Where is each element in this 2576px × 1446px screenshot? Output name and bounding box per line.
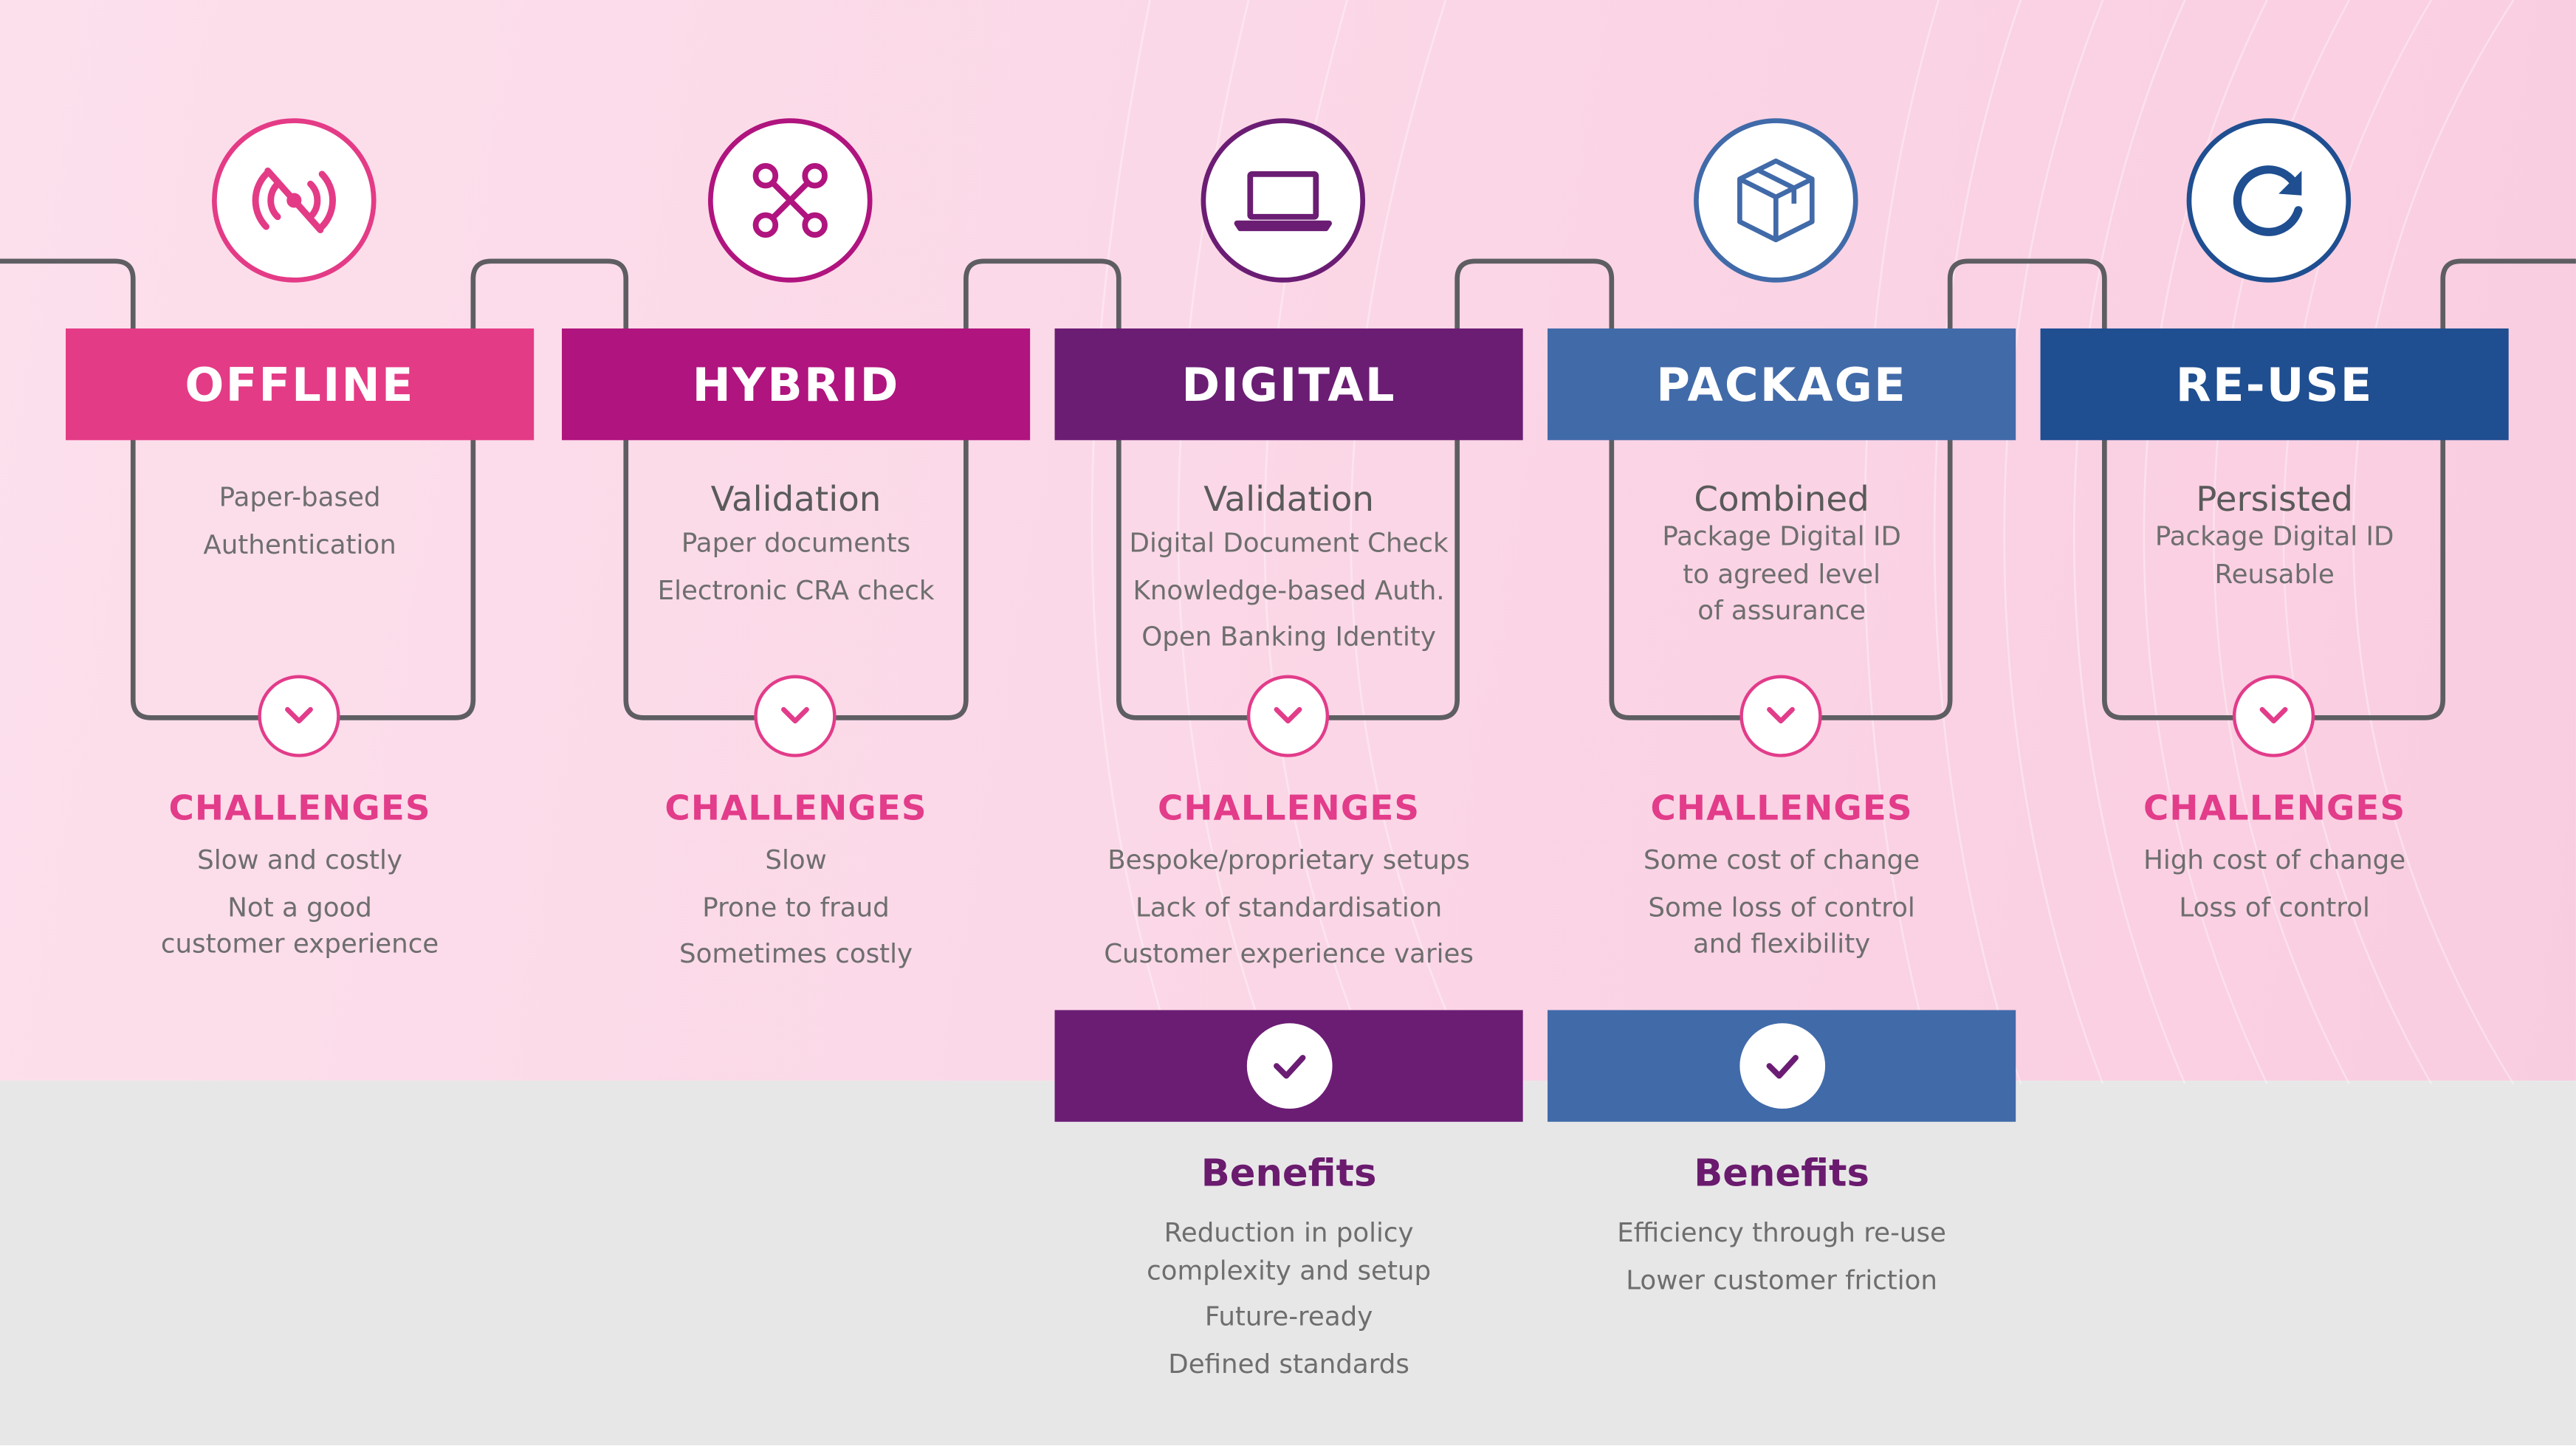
- stage-label-bar: OFFLINE: [66, 328, 535, 441]
- challenges-list: Bespoke/proprietary setups Lack of stand…: [1055, 842, 1523, 973]
- benefit-item: complexity and setup: [1147, 1253, 1432, 1286]
- challenge-item: Lack of standardisation: [1135, 891, 1443, 923]
- stage-package: PACKAGE Combined Package Digital ID to a…: [1548, 0, 2016, 1445]
- stage-label: HYBRID: [692, 357, 900, 412]
- stage-description: Paper-based Authentication: [66, 480, 534, 563]
- benefits-bar: [1054, 1010, 1523, 1122]
- benefits-title: Benefits: [1201, 1153, 1377, 1196]
- challenge-item: and flexibility: [1692, 928, 1871, 960]
- stage-label-bar: DIGITAL: [1054, 328, 1523, 441]
- stage-icon-circle: [1201, 118, 1366, 283]
- challenge-item: Slow: [765, 844, 827, 875]
- benefit-item: Lower customer friction: [1626, 1264, 1937, 1295]
- stage-hybrid: HYBRID Validation Paper documents Electr…: [561, 0, 1031, 1445]
- detail-line: Authentication: [203, 528, 396, 560]
- benefit-check-circle: [1739, 1023, 1824, 1109]
- no-signal-icon: [252, 167, 336, 233]
- checkmark-icon: [1272, 1055, 1305, 1079]
- detail-line: Electronic CRA check: [657, 574, 935, 605]
- chevron-down-icon: [1767, 706, 1795, 724]
- chevron-down-icon: [781, 706, 809, 724]
- chevron-down-icon: [1274, 706, 1302, 724]
- detail-line: Package Digital ID: [2154, 520, 2394, 552]
- challenges-title: CHALLENGES: [2143, 788, 2406, 828]
- challenges-list: High cost of change Loss of control: [2041, 842, 2509, 926]
- stage-label-bar: PACKAGE: [1548, 328, 2016, 441]
- challenges-list: Some cost of change Some loss of control…: [1548, 842, 2016, 963]
- challenge-item: Loss of control: [2179, 891, 2370, 923]
- challenges-title: CHALLENGES: [1157, 788, 1421, 828]
- challenges-list: Slow Prone to fraud Sometimes costly: [562, 842, 1030, 973]
- detail-line: Reusable: [2214, 557, 2335, 589]
- stage-description: Validation Paper documents Electronic CR…: [562, 480, 1030, 610]
- chevron-down-icon: [2259, 706, 2288, 724]
- stage-heading: Validation: [710, 479, 882, 520]
- benefits-list: Reduction in policy complexity and setup…: [1055, 1216, 1523, 1383]
- challenge-item: Not a good: [227, 891, 372, 923]
- stage-icon-circle: [1694, 118, 1858, 283]
- stage-heading: Persisted: [2196, 479, 2354, 520]
- benefits-bar: [1548, 1010, 2016, 1122]
- expand-chevron-button[interactable]: [2232, 675, 2315, 757]
- detail-line: Paper documents: [681, 527, 911, 559]
- challenge-item: Slow and costly: [197, 844, 402, 875]
- detail-line: Knowledge-based Auth.: [1133, 574, 1445, 605]
- stage-heading: Validation: [1203, 479, 1374, 520]
- checkmark-icon: [1765, 1055, 1798, 1079]
- stage-label: RE-USE: [2175, 357, 2374, 412]
- challenges-title: CHALLENGES: [168, 788, 431, 828]
- benefit-item: Reduction in policy: [1164, 1216, 1414, 1249]
- expand-chevron-button[interactable]: [258, 675, 340, 757]
- stage-label-bar: RE-USE: [2040, 328, 2509, 441]
- package-box-icon: [1737, 158, 1815, 243]
- detail-line: Paper-based: [219, 481, 381, 513]
- benefit-item: Efficiency through re-use: [1617, 1216, 1946, 1249]
- challenge-item: Some loss of control: [1648, 891, 1915, 923]
- challenge-item: Sometimes costly: [679, 937, 913, 969]
- expand-chevron-button[interactable]: [1739, 675, 1822, 757]
- stage-heading: Combined: [1694, 479, 1869, 520]
- stage-icon-circle: [2186, 118, 2352, 283]
- gray-background: [0, 1081, 2576, 1446]
- laptop-icon: [1234, 171, 1332, 232]
- detail-line: of assurance: [1697, 594, 1866, 626]
- benefit-item: Future-ready: [1204, 1301, 1373, 1332]
- chevron-down-icon: [285, 706, 313, 724]
- benefits-title: Benefits: [1694, 1153, 1869, 1196]
- detail-line: Package Digital ID: [1662, 520, 1901, 552]
- detail-line: Open Banking Identity: [1141, 621, 1436, 653]
- expand-chevron-button[interactable]: [1246, 675, 1330, 757]
- stage-label: OFFLINE: [185, 357, 415, 412]
- challenge-item: Customer experience varies: [1104, 937, 1474, 969]
- challenge-item: Some cost of change: [1644, 844, 1920, 875]
- challenges-title: CHALLENGES: [1650, 788, 1913, 828]
- stage-label: DIGITAL: [1181, 357, 1396, 412]
- challenge-item: High cost of change: [2143, 844, 2406, 875]
- challenge-item: Bespoke/proprietary setups: [1107, 844, 1470, 875]
- refresh-icon: [2233, 165, 2303, 236]
- challenges-title: CHALLENGES: [664, 788, 927, 828]
- detail-line: Digital Document Check: [1129, 527, 1449, 559]
- expand-chevron-button[interactable]: [754, 675, 837, 757]
- benefits-list: Efficiency through re-use Lower customer…: [1548, 1216, 2016, 1299]
- stage-label-bar: HYBRID: [561, 328, 1031, 441]
- stage-label: PACKAGE: [1656, 357, 1907, 412]
- benefit-item: Defined standards: [1168, 1347, 1409, 1379]
- detail-line: to agreed level: [1683, 557, 1881, 589]
- stage-description: Persisted Package Digital ID Reusable: [2041, 480, 2509, 593]
- challenges-list: Slow and costly Not a good customer expe…: [66, 842, 534, 963]
- stage-description: Validation Digital Document Check Knowle…: [1055, 480, 1523, 656]
- network-nodes-icon: [752, 162, 828, 238]
- stage-description: Combined Package Digital ID to agreed le…: [1548, 480, 2016, 630]
- stage-icon-circle: [708, 118, 873, 283]
- stage-reuse: RE-USE Persisted Package Digital ID Reus…: [2040, 0, 2509, 1445]
- challenge-item: customer experience: [160, 928, 439, 960]
- stage-offline: OFFLINE Paper-based Authentication CHALL…: [66, 0, 535, 1445]
- challenge-item: Prone to fraud: [702, 891, 890, 923]
- stage-digital: DIGITAL Validation Digital Document Chec…: [1054, 0, 1523, 1445]
- benefit-check-circle: [1246, 1023, 1332, 1109]
- stage-icon-circle: [212, 118, 377, 283]
